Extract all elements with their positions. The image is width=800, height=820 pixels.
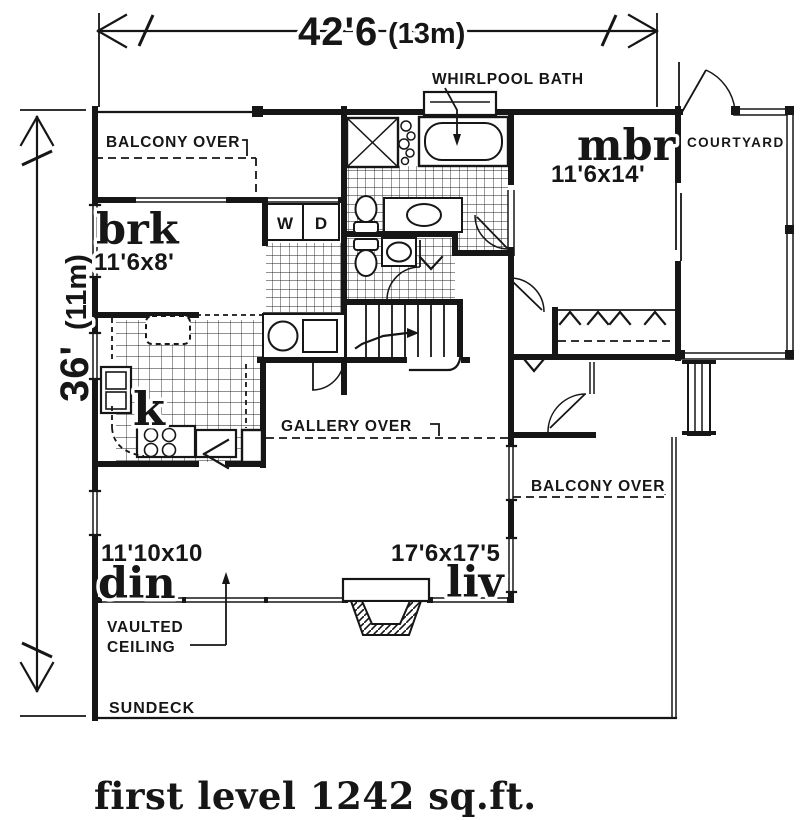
courtyard-label: COURTYARD: [687, 135, 785, 150]
balcony-over-right-label: BALCONY OVER: [531, 478, 665, 495]
toilet: [353, 238, 379, 277]
wall-oven: [99, 365, 133, 415]
room-liv-size: 17'6x17'5: [391, 540, 500, 567]
windows: [88, 183, 683, 605]
kitchen-island: [145, 315, 191, 345]
vanity-sink: [383, 197, 463, 233]
outdoor-steps: [682, 360, 716, 436]
doors: [311, 214, 587, 433]
gallery-over-label: GALLERY OVER: [281, 418, 412, 435]
dim-width-metric: (13m): [388, 18, 465, 50]
room-din-size: 11'10x10: [101, 540, 203, 567]
whirlpool-bath-label: WHIRLPOOL BATH: [432, 71, 584, 88]
overhead-outlines: [95, 106, 667, 498]
dim-width-label: 42'6: [298, 10, 378, 54]
washer-label: W: [277, 214, 294, 233]
kitchen-fixtures: [99, 312, 346, 470]
plan-title: first level 1242 sq.ft.: [94, 774, 537, 818]
whirlpool-tub: [417, 115, 510, 168]
vaulted-ceiling-label-1: VAULTED: [107, 619, 184, 636]
dimension-width: 42'6 (13m): [96, 7, 659, 107]
deck-edge: [671, 437, 677, 718]
courtyard-gate: [681, 69, 736, 113]
dimension-height: 36' (11m): [19, 109, 101, 717]
room-brk-size: 11'6x8': [94, 249, 174, 276]
room-brk-label: brk: [96, 205, 180, 255]
dryer-label: D: [315, 214, 327, 233]
stairs: [354, 305, 463, 372]
room-kitchen-label: k: [133, 382, 166, 436]
labels: WHIRLPOOL BATH BALCONY OVER COURTYARD mb…: [91, 68, 787, 820]
door-swing-mark: [418, 255, 444, 271]
vaulted-ceiling-label-2: CEILING: [107, 639, 175, 656]
room-mbr-size: 11'6x14': [551, 161, 645, 188]
laundry: W D: [266, 203, 340, 241]
kitchen-counter: [262, 313, 346, 359]
sink: [381, 237, 417, 267]
counter: [194, 428, 238, 459]
bathroom-fixtures: [345, 90, 510, 277]
leader-lines: [190, 87, 461, 646]
fireplace: [341, 577, 431, 636]
toilet: [353, 195, 379, 234]
bay-window: [422, 90, 498, 117]
balcony-over-top-label: BALCONY OVER: [106, 134, 240, 151]
stove: [135, 424, 197, 459]
courtyard-area: [94, 62, 794, 720]
plant-rocks: [398, 120, 416, 166]
pantry-cabinet: [240, 428, 264, 464]
sundeck-label: SUNDECK: [109, 700, 195, 717]
mbr-closet: [558, 310, 673, 342]
shower: [345, 116, 400, 169]
dim-height-metric: (11m): [61, 254, 93, 330]
door-swing-mark: [522, 357, 546, 373]
dim-height-label: 36': [53, 345, 97, 402]
post: [252, 106, 263, 117]
room-din-label: din: [98, 559, 176, 609]
room-mbr-label: mbr: [577, 121, 677, 171]
fence-posts: [676, 106, 794, 359]
stair-direction-arrow: [407, 328, 419, 338]
room-liv-label: liv: [446, 558, 506, 608]
kitchen-door-swing: [202, 438, 230, 470]
